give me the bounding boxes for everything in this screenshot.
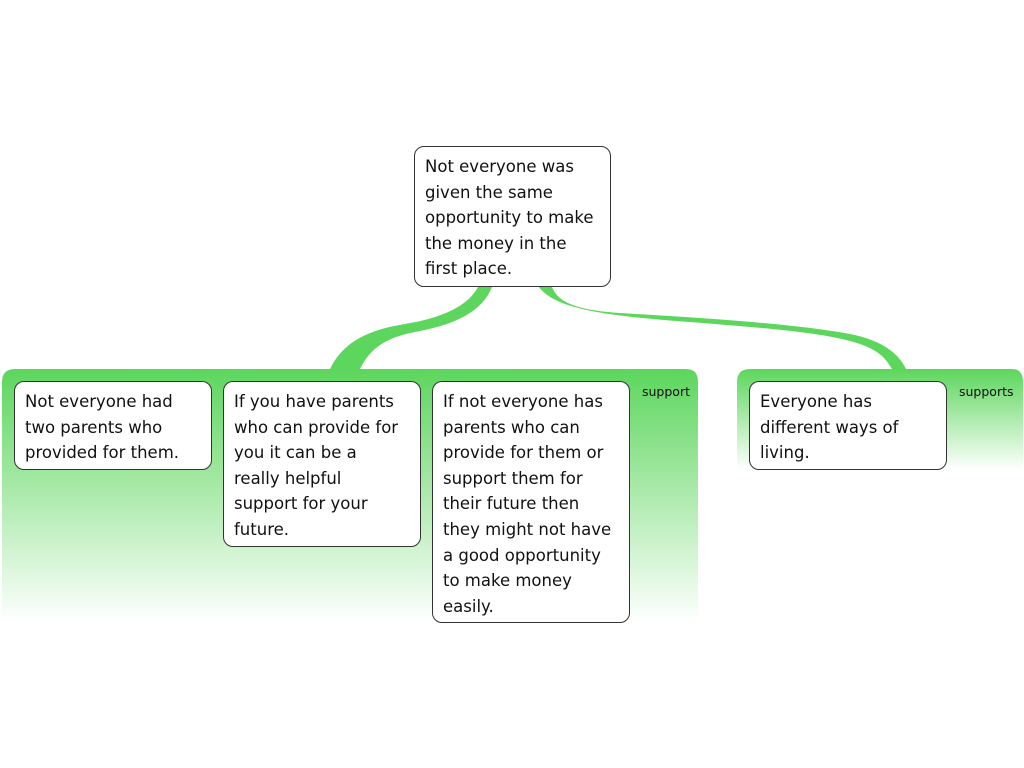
supports-connector — [539, 287, 906, 369]
support-reason-node[interactable]: Not everyone had two parents who provide… — [14, 381, 212, 470]
support-reason-node[interactable]: If not everyone has parents who can prov… — [432, 381, 630, 623]
supports-group-label: supports — [959, 384, 1014, 399]
supports-reason-node[interactable]: Everyone has different ways of living. — [749, 381, 947, 470]
root-claim-node[interactable]: Not everyone was given the same opportun… — [414, 146, 611, 287]
support-reason-node[interactable]: If you have parents who can provide for … — [223, 381, 421, 547]
support-group-label: support — [642, 384, 690, 399]
support-connector — [330, 287, 492, 369]
